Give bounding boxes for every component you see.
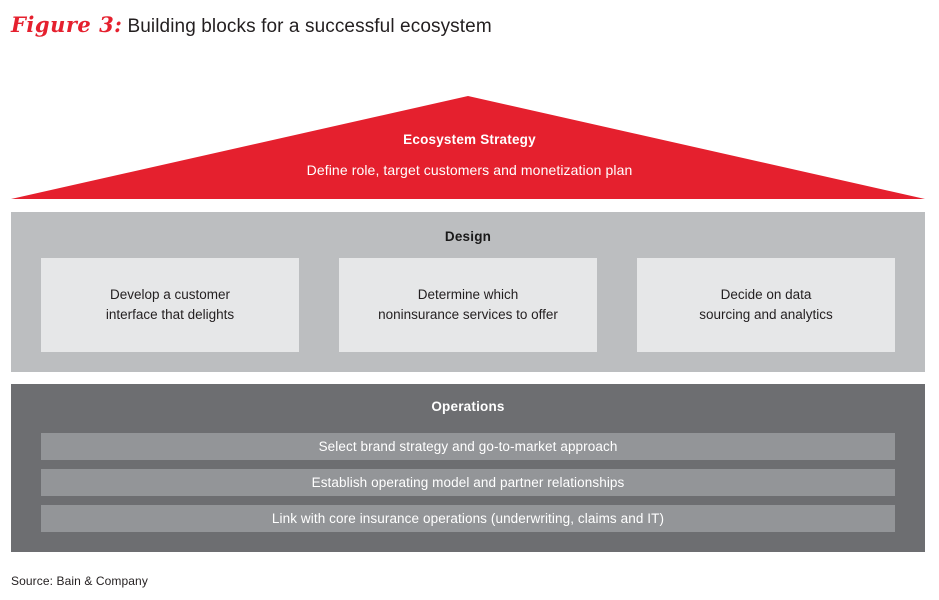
design-box-text: Develop a customer interface that deligh…: [105, 287, 235, 322]
source-note: Source: Bain & Company: [11, 574, 148, 588]
operations-panel: Operations Select brand strategy and go-…: [11, 384, 925, 552]
operations-bar-group: Select brand strategy and go-to-market a…: [41, 433, 895, 532]
operations-bar-text: Establish operating model and partner re…: [311, 475, 625, 490]
design-panel-title: Design: [444, 229, 492, 244]
operations-bar-text: Link with core insurance operations (und…: [271, 511, 665, 526]
design-box-text: Decide on data sourcing and analytics: [699, 287, 833, 322]
operations-panel-title: Operations: [431, 399, 505, 414]
figure-title-text: Building blocks for a successful ecosyst…: [127, 16, 492, 37]
operations-bar: Select brand strategy and go-to-market a…: [41, 433, 895, 460]
design-box: Develop a customer interface that deligh…: [41, 258, 299, 352]
design-box-group: Develop a customer interface that deligh…: [41, 258, 895, 352]
operations-bar: Link with core insurance operations (und…: [41, 505, 895, 532]
design-box-text: Determine which noninsurance services to…: [378, 287, 558, 322]
design-box: Decide on data sourcing and analytics: [637, 258, 895, 352]
ecosystem-strategy-roof: Ecosystem Strategy Define role, target c…: [0, 92, 939, 202]
figure-title: Figure 3:Building blocks for a successfu…: [11, 12, 492, 38]
operations-bar: Establish operating model and partner re…: [41, 469, 895, 496]
figure-number-label: Figure 3:: [11, 12, 123, 37]
operations-bar-text: Select brand strategy and go-to-market a…: [318, 439, 618, 454]
roof-triangle-shape: [11, 96, 925, 199]
design-panel: Design Develop a customer interface that…: [11, 212, 925, 372]
design-box: Determine which noninsurance services to…: [339, 258, 597, 352]
